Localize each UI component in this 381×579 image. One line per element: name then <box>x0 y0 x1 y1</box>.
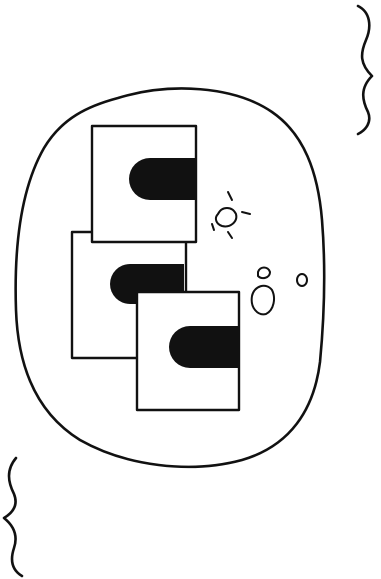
sparkle-particles <box>212 192 250 238</box>
card-top <box>92 126 196 242</box>
small-ring-particles <box>252 268 307 315</box>
left-curly-brace <box>4 458 22 576</box>
card-bottom <box>137 292 240 410</box>
right-curly-brace <box>358 6 372 134</box>
